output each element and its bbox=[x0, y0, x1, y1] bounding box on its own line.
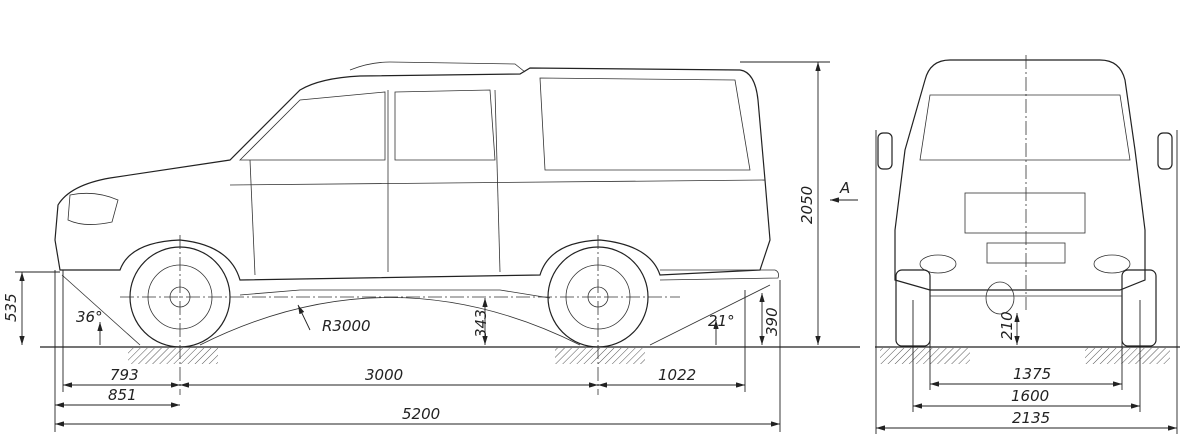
dim-2135-label: 2135 bbox=[1012, 409, 1050, 427]
fog-light-right bbox=[1093, 254, 1131, 274]
radius-leader bbox=[297, 304, 311, 331]
windshield bbox=[919, 94, 1131, 161]
mirror-right bbox=[1157, 132, 1173, 170]
dim-5200-label: 5200 bbox=[402, 405, 440, 423]
mirror-left bbox=[877, 132, 893, 170]
vehicle-body-front bbox=[894, 59, 1146, 291]
belt-line bbox=[229, 179, 766, 186]
fog-light-left bbox=[919, 254, 957, 274]
ground-hatch-left bbox=[880, 348, 970, 364]
ground-hatch-front bbox=[128, 348, 218, 364]
frame-rail bbox=[239, 289, 551, 299]
vehicle-body-side bbox=[54, 67, 771, 281]
departure-angle-label: 21° bbox=[708, 312, 735, 330]
dim-1375-label: 1375 bbox=[1013, 365, 1051, 383]
departure-angle-line bbox=[649, 284, 771, 346]
door-split-rear bbox=[494, 89, 501, 273]
ramp-arc bbox=[199, 297, 581, 346]
rear-side-window bbox=[539, 77, 751, 171]
approach-angle-label: 36° bbox=[76, 308, 103, 326]
dim-2050-label: 2050 bbox=[798, 186, 816, 224]
ground-hatch-right bbox=[1085, 348, 1170, 364]
dim-3000-label: 3000 bbox=[365, 366, 403, 384]
ground-hatch-rear bbox=[555, 348, 645, 364]
dim-390-label: 390 bbox=[763, 307, 781, 336]
exhaust-pipe bbox=[659, 269, 779, 281]
view-marker-label: A bbox=[839, 179, 850, 197]
roof-rail bbox=[349, 61, 526, 73]
dim-1022-label: 1022 bbox=[658, 366, 696, 384]
headlight-side bbox=[67, 192, 119, 225]
ramp-radius-label: R3000 bbox=[322, 317, 371, 335]
dim-343-label: 343 bbox=[472, 309, 490, 338]
side-view: 535 36° R3000 343 21° 390 2050 A 793 300… bbox=[2, 61, 860, 432]
rear-door-window bbox=[394, 89, 496, 161]
front-wheel-right bbox=[1121, 269, 1157, 347]
differential bbox=[985, 281, 1015, 315]
dim-535-label: 535 bbox=[2, 293, 20, 322]
front-view: 210 1375 1600 2135 bbox=[875, 55, 1180, 434]
dim-851-label: 851 bbox=[108, 386, 137, 404]
dim-793-label: 793 bbox=[110, 366, 139, 384]
front-window bbox=[239, 91, 386, 161]
approach-angle-line bbox=[61, 274, 141, 346]
dim-1600-label: 1600 bbox=[1011, 387, 1049, 405]
grille bbox=[964, 192, 1086, 234]
dim-210-label: 210 bbox=[998, 311, 1016, 340]
door-front-edge bbox=[249, 159, 256, 276]
